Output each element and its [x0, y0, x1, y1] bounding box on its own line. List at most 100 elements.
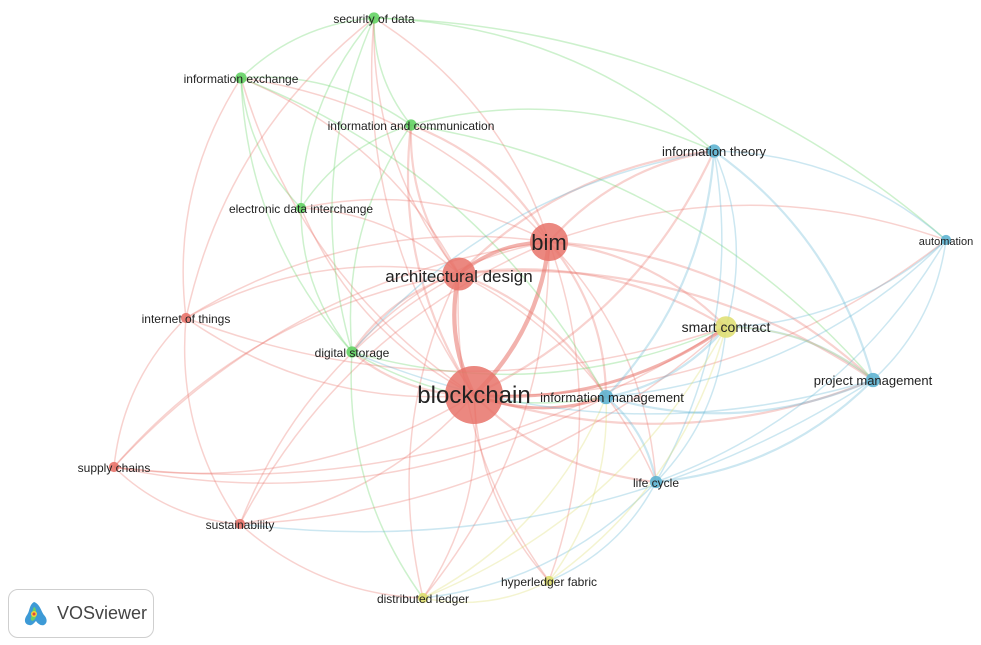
node-electronic-data-interchange[interactable] — [295, 202, 307, 214]
node-bim[interactable] — [529, 222, 569, 262]
network-link — [370, 17, 475, 396]
network-link — [655, 150, 723, 483]
node-label-information-theory: information theory — [662, 144, 767, 159]
network-link — [350, 351, 424, 599]
node-life-cycle[interactable] — [649, 475, 663, 489]
vosviewer-logo-icon — [24, 601, 47, 625]
network-link — [300, 124, 412, 209]
network-link — [113, 273, 460, 468]
network-link — [300, 207, 475, 396]
network-link — [473, 394, 550, 582]
network-link — [185, 317, 727, 372]
node-label-distributed-ledger: distributed ledger — [377, 592, 469, 606]
network-link — [239, 394, 475, 525]
node-label-information-exchange: information exchange — [184, 72, 299, 86]
network-link — [239, 241, 550, 525]
network-link — [473, 378, 874, 425]
network-link — [410, 124, 874, 381]
network-link — [239, 326, 727, 525]
network-link — [725, 325, 874, 381]
network-link — [410, 123, 550, 243]
network-link — [240, 76, 412, 126]
network-link — [113, 466, 241, 525]
network-link — [240, 77, 302, 209]
network-link — [458, 149, 715, 275]
network-link — [351, 241, 550, 353]
node-security-of-data[interactable] — [368, 12, 380, 24]
network-link — [300, 207, 353, 353]
node-label-sustainability: sustainability — [206, 518, 275, 532]
node-information-and-communication[interactable] — [405, 119, 417, 131]
network-link — [351, 326, 727, 376]
network-link — [240, 17, 375, 79]
network-link — [113, 326, 727, 476]
node-label-information-management: information management — [540, 390, 684, 405]
network-link — [409, 124, 460, 275]
network-link — [240, 77, 607, 398]
node-information-theory[interactable] — [707, 144, 721, 158]
network-link — [185, 265, 460, 319]
network-link — [605, 326, 727, 399]
network-link — [373, 17, 715, 152]
network-link — [240, 77, 353, 353]
network-link — [349, 124, 412, 353]
node-architectural-design[interactable] — [442, 257, 476, 291]
brand-name: VOSviewer — [57, 603, 148, 623]
network-link — [473, 325, 727, 398]
node-hyperledger-fabric[interactable] — [543, 575, 555, 587]
network-link — [548, 240, 727, 328]
network-link — [185, 17, 375, 319]
node-label-internet-of-things: internet of things — [142, 312, 231, 326]
network-link — [183, 317, 241, 525]
node-project-management[interactable] — [865, 372, 881, 388]
vosviewer-badge: VOSviewer — [8, 589, 154, 638]
network-link — [548, 326, 727, 582]
network-link — [725, 326, 874, 381]
node-distributed-ledger[interactable] — [417, 592, 429, 604]
network-links — [113, 17, 947, 604]
network-link — [548, 149, 715, 243]
network-link — [410, 108, 715, 152]
network-link — [185, 235, 550, 319]
network-link — [548, 240, 874, 381]
network-link — [422, 394, 477, 599]
network-link — [605, 396, 658, 483]
node-digital-storage[interactable] — [346, 346, 358, 358]
node-blockchain[interactable] — [445, 366, 503, 424]
network-link — [422, 396, 607, 599]
network-link — [457, 273, 550, 582]
network-link — [422, 241, 550, 599]
network-link — [182, 77, 242, 319]
network-link — [373, 17, 947, 241]
network-nodes — [108, 12, 952, 604]
network-link — [239, 379, 874, 533]
network-link — [239, 273, 460, 525]
network-link — [331, 17, 375, 353]
node-smart-contract[interactable] — [715, 316, 737, 338]
node-information-exchange[interactable] — [235, 72, 247, 84]
network-link — [240, 77, 550, 243]
node-label-supply-chains: supply chains — [78, 461, 151, 475]
node-internet-of-things[interactable] — [180, 312, 192, 324]
node-label-security-of-data: security of data — [333, 12, 415, 26]
network-link — [113, 396, 607, 484]
network-link — [239, 523, 424, 599]
node-label-smart-contract: smart contract — [682, 319, 771, 335]
network-link — [406, 124, 475, 396]
node-automation[interactable] — [940, 234, 952, 246]
network-link — [605, 150, 716, 398]
network-link — [548, 241, 608, 398]
network-link — [872, 239, 947, 381]
node-label-hyperledger-fabric: hyperledger fabric — [501, 575, 597, 589]
node-sustainability[interactable] — [234, 518, 246, 530]
node-supply-chains[interactable] — [108, 461, 120, 473]
network-link — [548, 396, 608, 582]
network-link — [458, 272, 607, 398]
network-link — [185, 317, 475, 398]
network-link — [548, 204, 947, 243]
network-link — [713, 150, 947, 241]
network-link — [113, 241, 550, 468]
node-information-management[interactable] — [598, 389, 614, 405]
